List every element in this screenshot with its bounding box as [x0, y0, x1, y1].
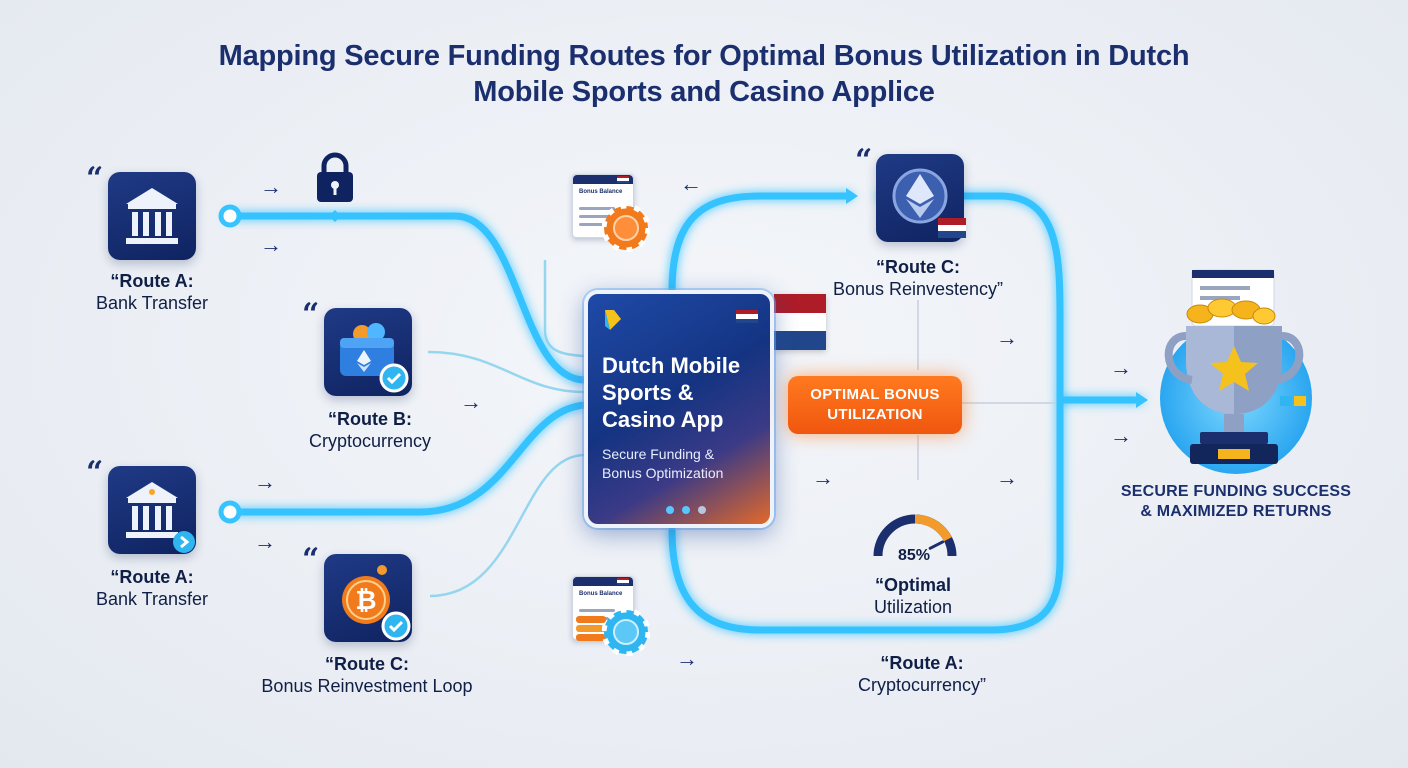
coin-stack-icon — [576, 616, 606, 641]
arrow-right-icon: → — [1110, 423, 1132, 448]
gauge-label: “Optimal Utilization — [873, 575, 953, 617]
path-arrowhead-trophy — [1136, 392, 1148, 408]
dutch-flag-icon — [736, 310, 758, 323]
diagram-title: Mapping Secure Funding Routes for Optima… — [218, 40, 1190, 108]
path-route-a-low — [226, 401, 589, 516]
dutch-flag-icon — [938, 218, 966, 238]
blue-casino-chip-icon — [602, 608, 650, 656]
arrow-right-icon: → — [254, 529, 276, 554]
utilization-gauge — [873, 514, 957, 557]
gauge-needle — [928, 540, 945, 550]
pagination-dots[interactable] — [664, 504, 708, 516]
route-c-top-label: “Route C: Bonus Reinvestency” — [832, 257, 1004, 299]
gauge-value: 85% — [897, 547, 931, 564]
dutch-flag-icon — [617, 176, 629, 183]
route-a-top-label: “Route A: Bank Transfer — [95, 271, 209, 313]
arrow-left-icon: ← — [680, 171, 702, 196]
path-top-loop — [668, 192, 1064, 634]
app-subtitle: Secure Funding & Bonus Optimization — [602, 446, 724, 481]
route-a-low-label: “Route A: Bank Transfer — [95, 567, 209, 609]
path-route-b-thin — [427, 350, 586, 394]
quote-mark: “ — [86, 455, 104, 490]
route-b-tile — [324, 308, 412, 396]
quote-mark: “ — [302, 542, 320, 577]
arrow-right-icon: → — [812, 465, 834, 490]
result-text: SECURE FUNDING SUCCESS & MAXIMIZED RETUR… — [1120, 483, 1352, 520]
arrow-right-icon: → — [254, 469, 276, 494]
dutch-flag-icon — [617, 578, 629, 585]
document-text: Bonus Balance — [579, 189, 623, 195]
gauge-fill — [914, 514, 952, 542]
route-c-bottom-tile: ₿ — [324, 554, 412, 642]
path-route-a-top — [226, 212, 589, 384]
dutch-flag-icon — [774, 294, 826, 350]
app-logo-icon — [605, 310, 621, 330]
ethereum-icon — [892, 168, 948, 224]
path-app-to-top — [668, 192, 854, 296]
quote-mark: “ — [855, 143, 873, 178]
optimal-bonus-box[interactable]: OPTIMAL BONUS UTILIZATION — [788, 376, 962, 434]
arrow-right-icon: → — [1110, 355, 1132, 380]
arrow-right-icon: → — [260, 174, 282, 199]
route-a-top-tile — [108, 172, 196, 260]
svg-text:₿: ₿ — [355, 586, 376, 616]
quote-mark: “ — [86, 161, 104, 196]
arrow-right-icon: → — [996, 325, 1018, 350]
arrow-right-icon: → — [996, 465, 1018, 490]
bank-icon — [126, 188, 178, 244]
quote-mark: “ — [302, 297, 320, 332]
arrow-right-icon: → — [260, 232, 282, 257]
route-c-bottom-label: “Route C: Bonus Reinvestment Loop — [261, 654, 473, 696]
path-route-c-thin — [429, 453, 586, 598]
bank-icon — [126, 482, 195, 553]
diamond-marker — [329, 210, 341, 222]
app-title: Dutch Mobile Sports & Casino App — [602, 353, 741, 432]
app-card[interactable]: Dutch Mobile Sports & Casino App Secure … — [584, 290, 774, 528]
route-c-top-tile — [876, 154, 966, 242]
document-text: Bonus Balance — [579, 591, 623, 597]
lock-icon — [317, 152, 353, 202]
arrow-right-icon: → — [460, 389, 482, 414]
arrow-right-icon: → — [676, 646, 698, 671]
flag-badge-icon — [1280, 396, 1306, 406]
bitcoin-icon: ₿ — [342, 565, 411, 641]
node-route-a-low — [218, 500, 242, 524]
orange-casino-chip-icon — [602, 204, 650, 252]
route-a-low-tile — [108, 466, 196, 554]
path-arrowhead-top — [846, 188, 858, 204]
node-route-a-top — [218, 204, 242, 228]
trophy-icon — [1164, 269, 1304, 464]
route-b-label: “Route B: Cryptocurrency — [308, 409, 432, 451]
crypto-wallet-icon — [340, 323, 409, 393]
path-thin-1 — [543, 260, 586, 358]
route-a-bottom-label: “Route A: Cryptocurrency” — [857, 653, 987, 695]
